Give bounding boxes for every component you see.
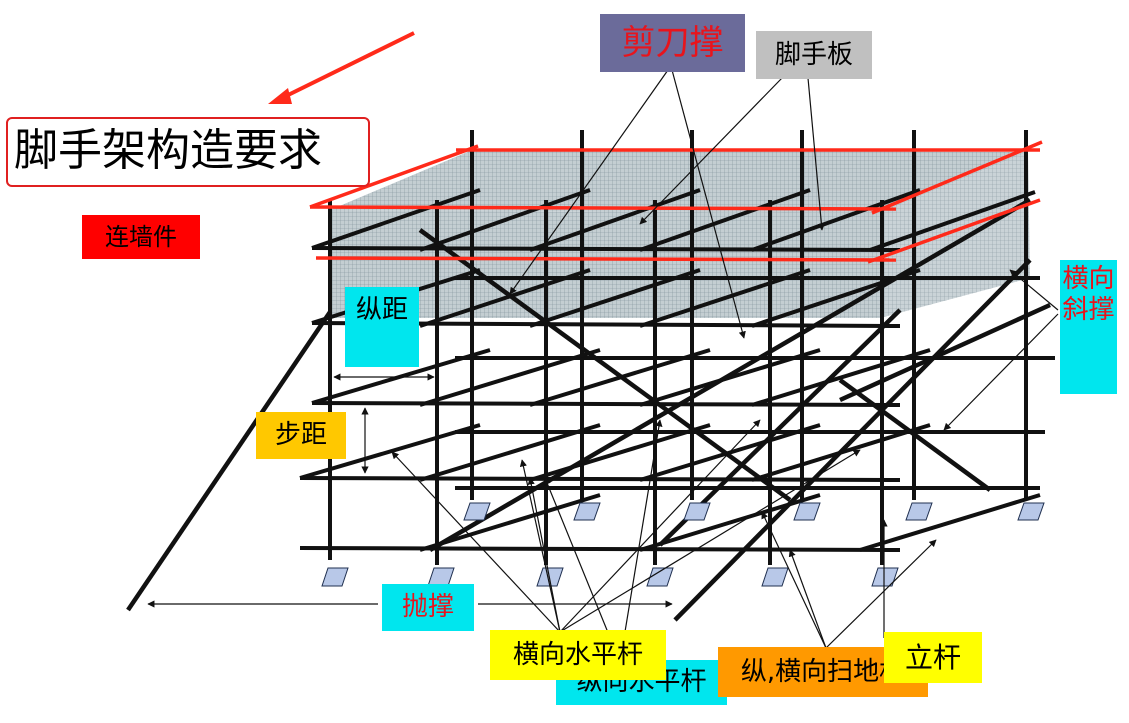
raking-shore <box>126 310 332 612</box>
label-buju: 步距 <box>256 412 346 459</box>
guardrails <box>309 140 1043 264</box>
label-ligan: 立杆 <box>884 632 982 683</box>
label-jiandaocheng: 剪刀撑 <box>600 14 745 72</box>
red-pointer-arrow <box>268 31 415 104</box>
label-jiaoshouban: 脚手板 <box>756 31 872 79</box>
base-plates <box>321 502 1045 587</box>
label-paocheng: 抛撑 <box>382 584 474 631</box>
label-zongju: 纵距 <box>345 287 419 367</box>
label-hengxiangxiecheng: 横向斜撑 <box>1060 260 1117 394</box>
cross-bracing <box>418 198 1051 622</box>
label-hengxiangshuiping: 横向水平杆 <box>490 630 666 680</box>
dimension-arrows <box>147 373 673 608</box>
page-title: 脚手架构造要求 <box>6 117 370 187</box>
label-lianqiangjian: 连墙件 <box>82 215 200 259</box>
